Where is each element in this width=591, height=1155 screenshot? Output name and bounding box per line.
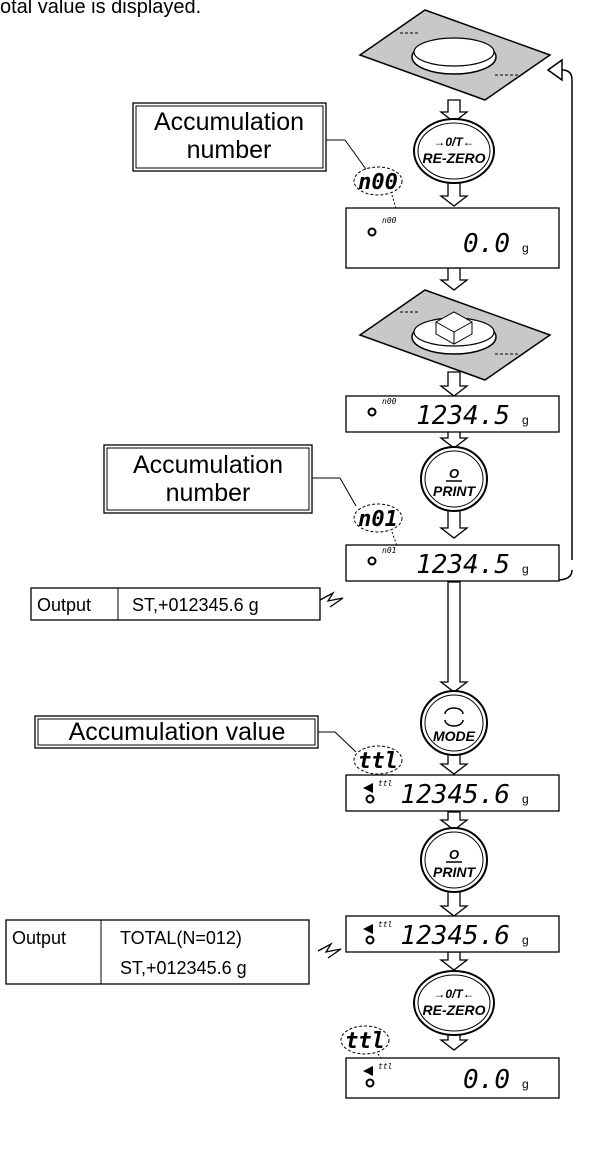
mode-label: MODE (433, 728, 476, 744)
display-1: n00 0.0 g (345, 207, 560, 269)
print-label: PRINT (433, 483, 476, 499)
rezero-button-bottom[interactable]: →0/T← RE-ZERO (413, 970, 495, 1036)
display-value: 12345.6 (400, 780, 510, 810)
print-button-1[interactable]: O PRINT (420, 446, 488, 512)
header-text: otal value is displayed. (0, 0, 201, 18)
rezero-label: RE-ZERO (423, 150, 486, 166)
lightning-icon (319, 591, 344, 608)
display-value: 0.0 (463, 1065, 510, 1095)
output-label: Output (12, 928, 66, 948)
output-line-1: TOTAL(N=012) (120, 928, 242, 948)
indicator-ttl-large: ttl (345, 1029, 385, 1054)
callout-accumulation-number-2: Accumulation number n01 (103, 444, 403, 547)
rezero-symbol: →0/T← (433, 135, 474, 149)
display-unit: g (522, 562, 529, 576)
display-6: ttl 0.0 g (345, 1057, 560, 1099)
weighing-pan-empty (358, 9, 552, 101)
print-button-2[interactable]: O PRINT (420, 827, 488, 893)
output-box-1: Output ST,+012345.6 g (30, 587, 344, 621)
display-2: n00 1234.5 g (345, 395, 560, 433)
display-value: 12345.6 (400, 921, 510, 951)
display-unit: g (522, 413, 529, 427)
display-4: ttl 12345.6 g (345, 774, 560, 812)
display-value: 1234.5 (416, 550, 510, 580)
display-indicator: n01 (382, 546, 396, 555)
callout-label-line2: number (166, 479, 251, 507)
rezero-label: RE-ZERO (423, 1002, 486, 1018)
lightning-icon (317, 942, 342, 959)
arrow-indicator-icon (363, 783, 373, 793)
loop-back-arrow (546, 58, 573, 581)
callout-label-line2: number (187, 136, 272, 164)
arrow-indicator-icon (363, 924, 373, 934)
display-3: n01 1234.5 g (345, 544, 560, 582)
display-unit: g (522, 241, 529, 255)
callout-accumulation-number-1: Accumulation number n00 (132, 102, 403, 213)
print-label: PRINT (433, 864, 476, 880)
display-unit: g (522, 933, 529, 947)
display-value: 1234.5 (416, 401, 510, 431)
callout-label-line1: Accumulation (154, 108, 304, 136)
mode-rotate-icon (444, 707, 464, 715)
display-indicator: n00 (382, 397, 397, 406)
arrow-indicator-icon (363, 1066, 373, 1076)
display-unit: g (522, 792, 529, 806)
callout-label: Accumulation value (69, 718, 286, 746)
callout-accumulation-value: Accumulation value ttl (34, 715, 403, 791)
display-indicator: ttl (378, 779, 392, 788)
output-line: ST,+012345.6 g (132, 595, 259, 615)
output-line-2: ST,+012345.6 g (120, 958, 247, 978)
display-indicator: n00 (382, 216, 397, 225)
mode-button[interactable]: MODE (420, 690, 488, 756)
indicator-ttl-bubble-bottom: ttl (340, 1025, 390, 1063)
indicator-ttl-large: ttl (358, 749, 398, 774)
display-unit: g (522, 1077, 529, 1091)
output-label: Output (37, 595, 91, 615)
print-symbol: O (449, 466, 459, 481)
display-value: 0.0 (463, 229, 510, 259)
output-box-2: Output TOTAL(N=012) ST,+012345.6 g (5, 919, 342, 985)
callout-label-line1: Accumulation (133, 451, 283, 479)
indicator-n01-large: n01 (358, 507, 398, 532)
indicator-n00-large: n00 (358, 170, 398, 195)
print-symbol: O (449, 847, 459, 862)
weighing-pan-with-sample (358, 289, 552, 381)
display-indicator: ttl (378, 920, 392, 929)
display-5: ttl 12345.6 g (345, 915, 560, 953)
rezero-button-top[interactable]: →0/T← RE-ZERO (413, 118, 495, 184)
display-indicator: ttl (378, 1062, 392, 1071)
flow-arrows (439, 99, 469, 1051)
rezero-symbol: →0/T← (433, 987, 474, 1001)
